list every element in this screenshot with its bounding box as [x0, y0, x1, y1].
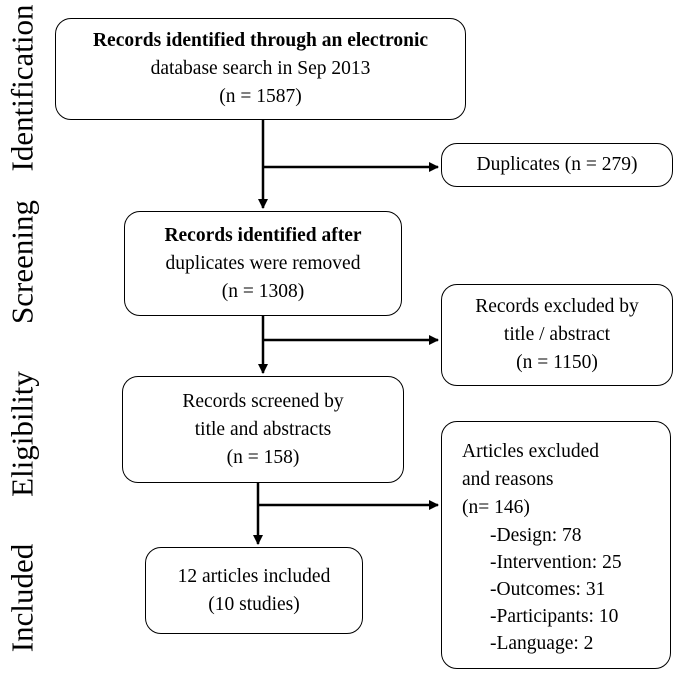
box-records-identified: Records identified through an electronic…: [55, 18, 466, 120]
box-articles-included: 12 articles included (10 studies): [145, 547, 363, 634]
exclusion-reason: -Language: 2: [490, 633, 594, 654]
exclusion-reason: -Intervention: 25: [490, 552, 622, 573]
box-articles-included-line1: 12 articles included: [177, 565, 331, 587]
box-articles-excluded-line2: and reasons: [462, 469, 554, 490]
box-records-screened-line2: title and abstracts: [194, 418, 332, 440]
box-excluded-title-abstract-line2: title / abstract: [503, 324, 611, 345]
box-duplicates-line1: Duplicates (n = 279): [476, 154, 638, 175]
box-articles-excluded: Articles excluded and reasons (n= 146) -…: [441, 421, 671, 669]
exclusion-reason: -Design: 78: [490, 525, 582, 546]
box-after-duplicates-line2: duplicates were removed: [165, 252, 361, 274]
box-articles-excluded-line3: (n= 146): [462, 497, 530, 518]
box-excluded-title-abstract-line1: Records excluded by: [475, 296, 639, 317]
box-articles-excluded-line1: Articles excluded: [462, 441, 599, 462]
box-after-duplicates-line1: Records identified after: [164, 224, 362, 246]
box-excluded-title-abstract: Records excluded by title / abstract (n …: [441, 284, 673, 386]
box-records-identified-line1: Records identified through an electronic: [92, 30, 429, 51]
box-after-duplicates-line3: (n = 1308): [221, 280, 305, 302]
box-after-duplicates: Records identified after duplicates were…: [124, 211, 402, 316]
box-records-screened-line3: (n = 158): [226, 446, 300, 468]
exclusion-reason: -Outcomes: 31: [490, 579, 606, 600]
exclusion-reasons-list: -Design: 78 -Intervention: 25 -Outcomes:…: [462, 522, 622, 657]
box-excluded-title-abstract-line3: (n = 1150): [516, 352, 598, 373]
exclusion-reason: -Participants: 10: [490, 606, 619, 627]
box-records-identified-line3: (n = 1587): [219, 86, 302, 107]
box-records-screened-line1: Records screened by: [182, 390, 344, 412]
box-duplicates: Duplicates (n = 279): [441, 143, 673, 187]
box-records-screened: Records screened by title and abstracts …: [122, 376, 404, 483]
box-articles-included-line2: (10 studies): [208, 593, 300, 615]
box-records-identified-line2: database search in Sep 2013: [150, 58, 371, 79]
